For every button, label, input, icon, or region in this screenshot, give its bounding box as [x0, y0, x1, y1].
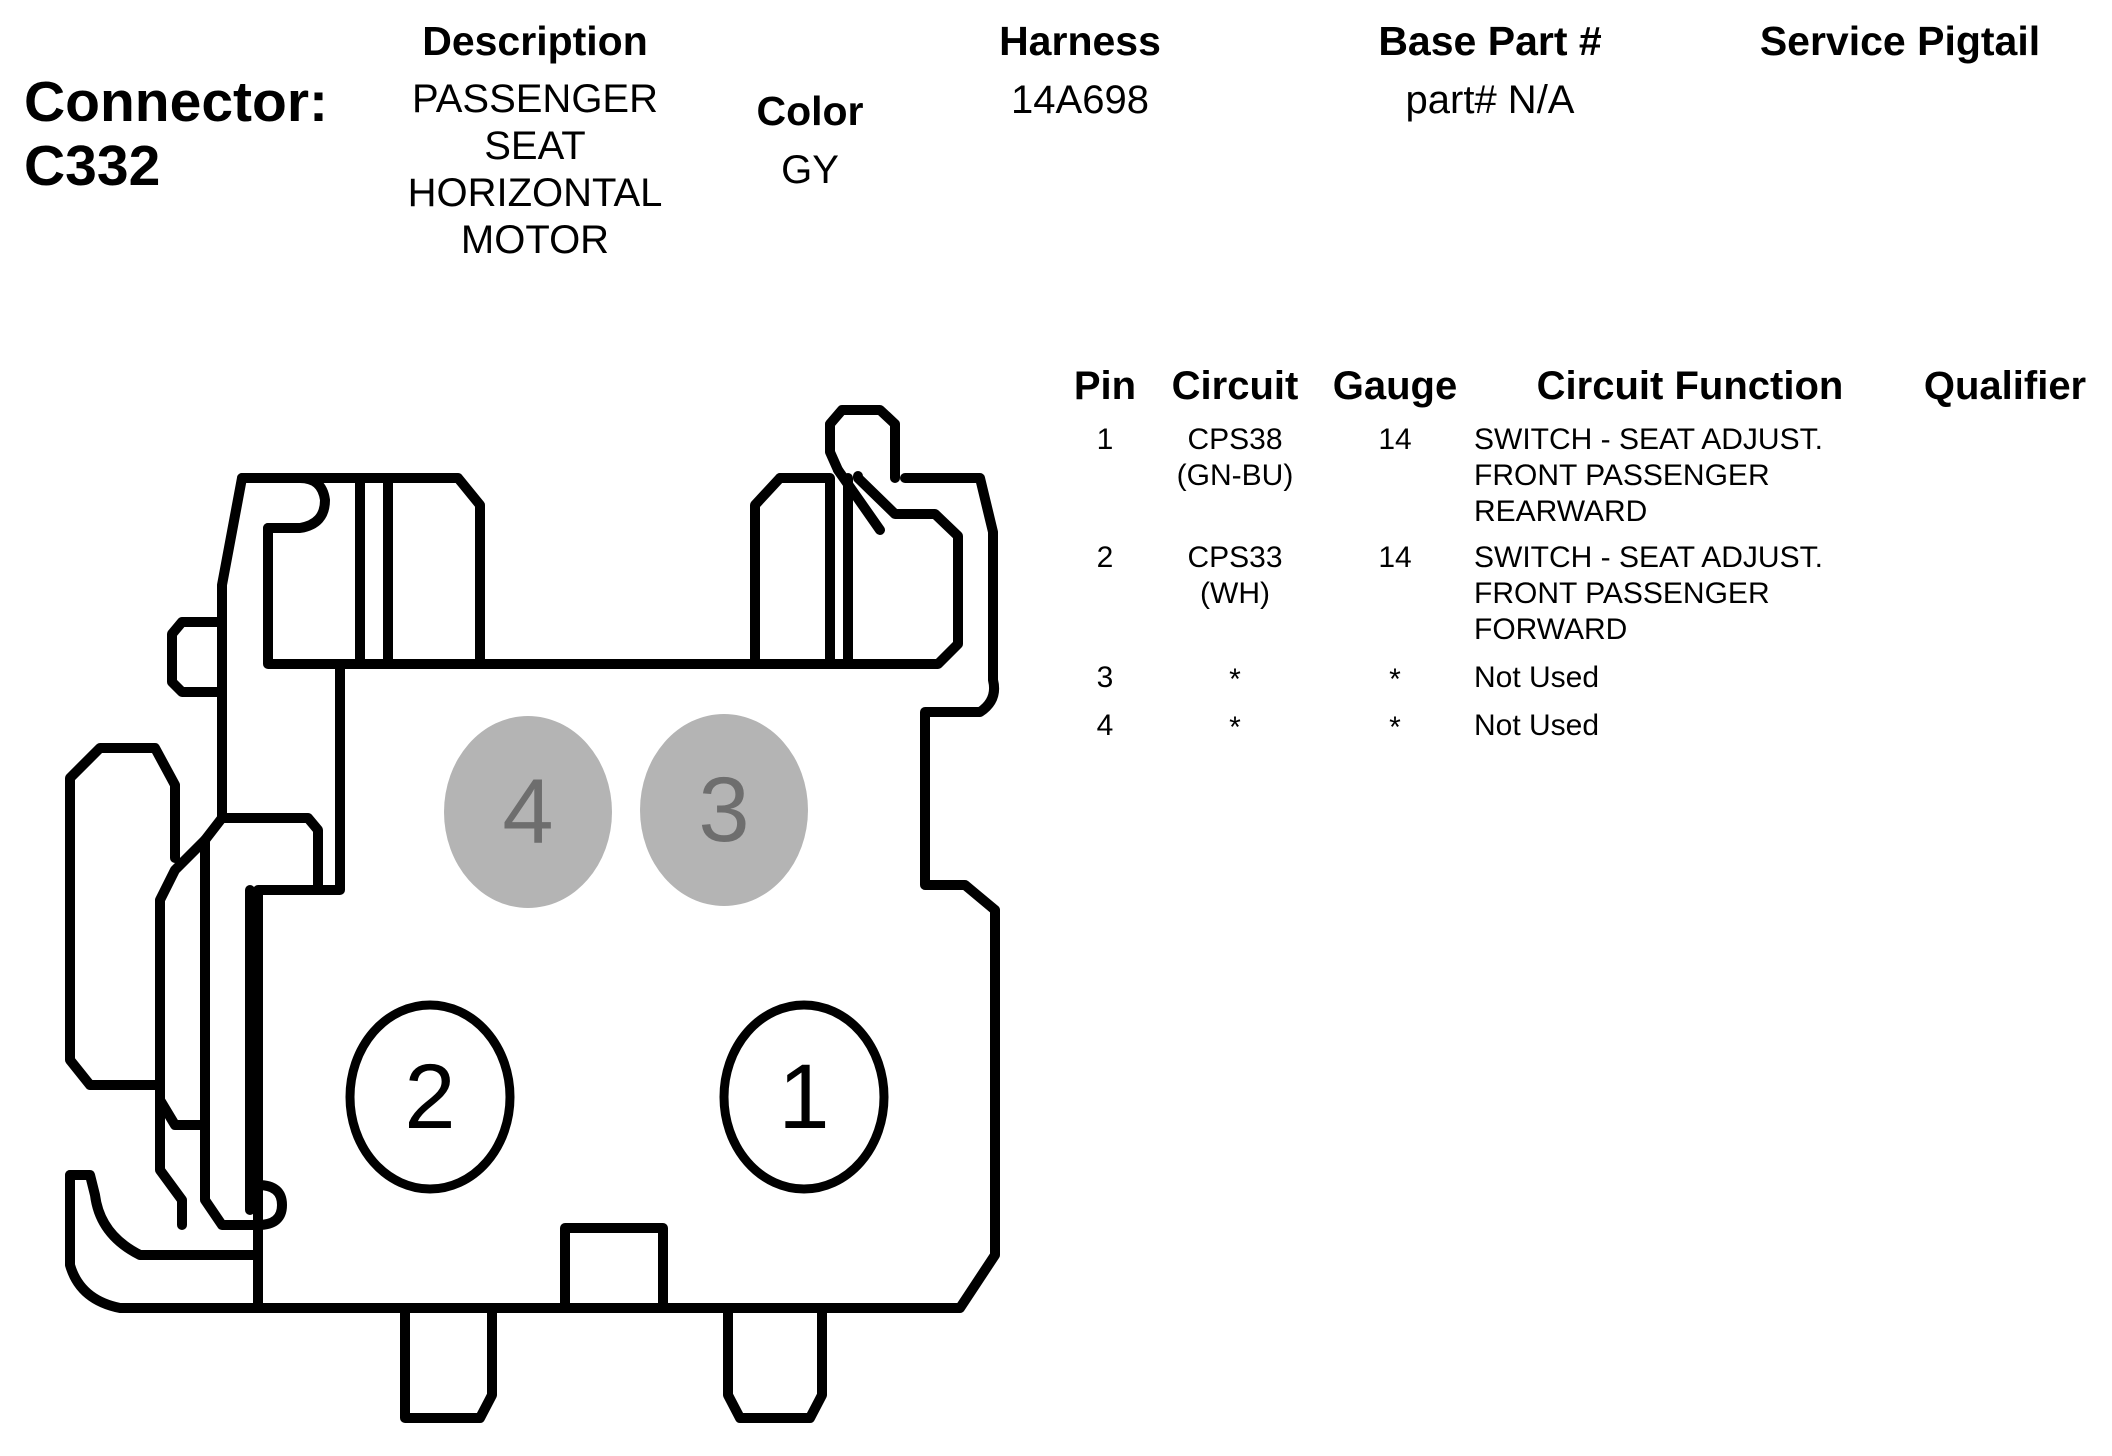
function-line: Not Used	[1474, 709, 1600, 742]
column-header-circuit: Circuit	[1171, 364, 1299, 408]
pin-2-label: 2	[404, 1046, 455, 1148]
pin-1-cavity	[719, 1000, 889, 1194]
connector-title: Connector: C332	[24, 70, 328, 198]
pin-3: 3	[640, 714, 808, 906]
column-header-qualifier: Qualifier	[1923, 364, 2087, 408]
table-cell-gauge: 14	[1378, 541, 1412, 574]
circuit-code: *	[1229, 663, 1241, 696]
table-cell-gauge: *	[1389, 663, 1401, 696]
connector-id: C332	[24, 134, 161, 198]
pin-1-label: 1	[778, 1046, 829, 1148]
service-pigtail-header: Service Pigtail	[1759, 18, 2041, 64]
column-header-pin: Pin	[1073, 364, 1137, 408]
table-cell-pin: 2	[1096, 541, 1114, 574]
harness-value: 14A698	[1011, 78, 1149, 122]
function-line: SWITCH - SEAT ADJUST.	[1474, 423, 1823, 456]
pin-3-cavity	[640, 714, 808, 906]
pin-3-label: 3	[698, 759, 749, 861]
table-cell-circuit: CPS38 (GN-BU)	[1160, 422, 1310, 494]
pin-2-cavity	[345, 1000, 515, 1194]
table-cell-function: SWITCH - SEAT ADJUST. FRONT PASSENGER RE…	[1474, 422, 1823, 530]
function-line: FRONT PASSENGER	[1474, 577, 1770, 610]
base-part-header: Base Part #	[1378, 18, 1602, 64]
pin-2: 2	[345, 1000, 515, 1194]
table-cell-circuit: CPS33 (WH)	[1160, 540, 1310, 612]
function-line: REARWARD	[1474, 495, 1648, 528]
pin-4-label: 4	[502, 761, 553, 863]
table-cell-gauge: 14	[1378, 423, 1412, 456]
harness-header: Harness	[999, 18, 1161, 64]
table-cell-gauge: *	[1389, 711, 1401, 744]
circuit-color: (WH)	[1200, 577, 1270, 610]
pin-4-cavity	[444, 716, 612, 908]
description-header: Description	[422, 18, 648, 64]
connector-label: Connector:	[24, 70, 328, 134]
table-cell-pin: 1	[1096, 423, 1114, 456]
circuit-code: CPS33	[1187, 541, 1283, 574]
circuit-code: CPS38	[1187, 423, 1283, 456]
description-value: PASSENGER SEAT HORIZONTAL MOTOR	[380, 76, 690, 264]
table-cell-function: Not Used	[1474, 660, 1599, 696]
pin-1: 1	[719, 1000, 889, 1194]
connector-face-diagram: 4 3 2 1	[65, 405, 1000, 1423]
connector-outline	[65, 405, 1000, 1423]
table-cell-pin: 4	[1096, 709, 1114, 742]
function-line: SWITCH - SEAT ADJUST.	[1474, 541, 1823, 574]
base-part-value: part# N/A	[1405, 78, 1575, 122]
color-value: GY	[781, 148, 839, 192]
circuit-code: *	[1229, 711, 1241, 744]
table-cell-pin: 3	[1096, 661, 1114, 694]
description-line: SEAT	[484, 124, 586, 168]
description-line: MOTOR	[460, 218, 610, 262]
column-header-gauge: Gauge	[1332, 364, 1458, 408]
description-line: HORIZONTAL	[407, 171, 663, 215]
circuit-color: (GN-BU)	[1176, 459, 1294, 492]
color-header: Color	[756, 88, 864, 134]
table-cell-function: SWITCH - SEAT ADJUST. FRONT PASSENGER FO…	[1474, 540, 1823, 648]
column-header-circuit-function: Circuit Function	[1536, 364, 1844, 408]
description-line: PASSENGER	[412, 77, 658, 121]
function-line: FORWARD	[1474, 613, 1628, 646]
table-cell-function: Not Used	[1474, 708, 1599, 744]
table-cell-circuit: *	[1160, 710, 1310, 746]
pin-4: 4	[444, 716, 612, 908]
table-cell-circuit: *	[1160, 662, 1310, 698]
function-line: FRONT PASSENGER	[1474, 459, 1770, 492]
function-line: Not Used	[1474, 661, 1600, 694]
